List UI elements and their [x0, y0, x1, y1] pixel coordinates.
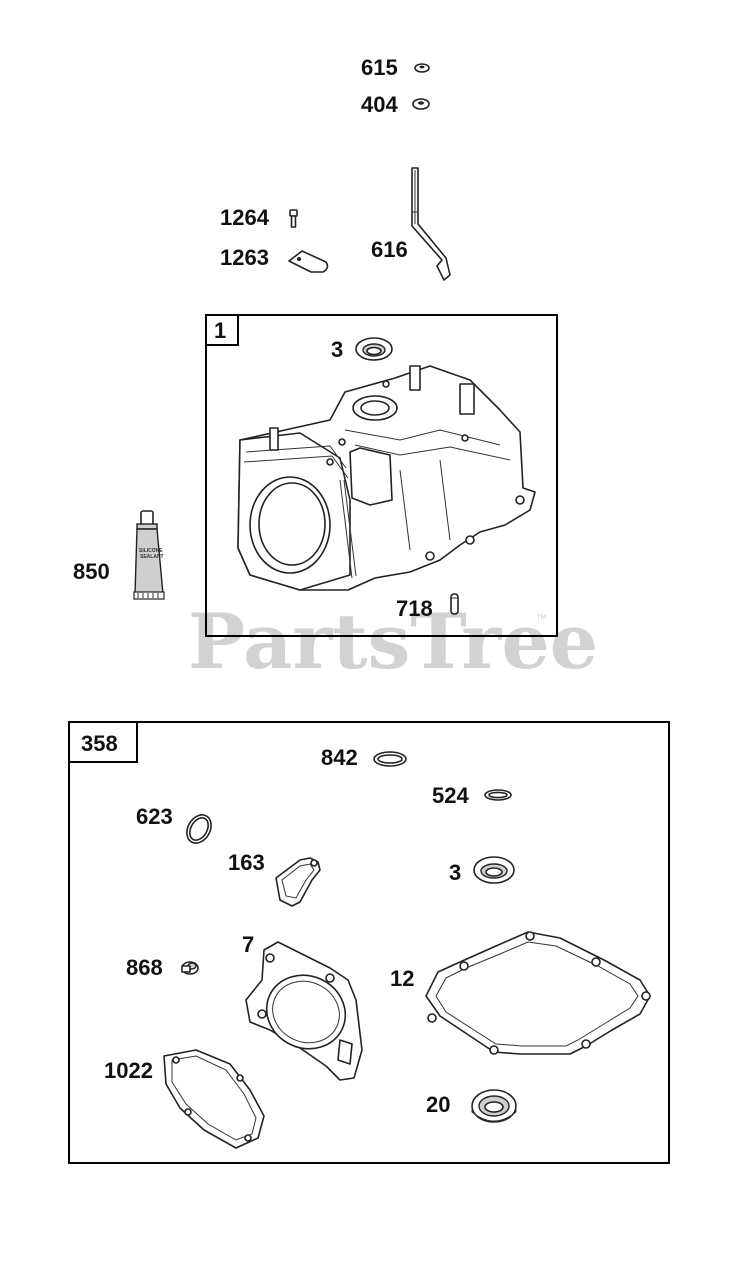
- part-842-o-ring-icon[interactable]: [373, 751, 407, 767]
- watermark: PartsTree ™: [188, 597, 598, 686]
- part-1022-cover-gasket-icon[interactable]: [163, 1049, 265, 1149]
- callout-1264[interactable]: 1264: [220, 205, 270, 230]
- callout-1022[interactable]: 1022: [104, 1058, 153, 1083]
- part-615-washer-icon[interactable]: [414, 63, 430, 73]
- part-1264-screw-icon[interactable]: [289, 209, 298, 228]
- gasket-set-358-box: [68, 721, 670, 1164]
- callout-842[interactable]: 842: [321, 745, 358, 770]
- callout-3-kit[interactable]: 3: [449, 860, 461, 885]
- gasket-set-358-label-box: [68, 721, 138, 763]
- part-3-kit-oil-seal-icon[interactable]: [473, 856, 515, 884]
- callout-7[interactable]: 7: [242, 932, 254, 957]
- watermark-trademark: ™: [536, 613, 547, 625]
- tube-label-line2: SEALANT: [140, 554, 164, 560]
- part-1263-bracket-icon[interactable]: [288, 250, 329, 273]
- callout-3-top[interactable]: 3: [331, 337, 343, 362]
- callout-20[interactable]: 20: [426, 1092, 450, 1117]
- callout-1[interactable]: 1: [214, 318, 226, 343]
- part-718-dowel-pin-icon[interactable]: [450, 593, 459, 615]
- watermark-text: PartsTree: [188, 597, 598, 686]
- callout-12[interactable]: 12: [390, 966, 414, 991]
- part-524-o-ring-icon[interactable]: [484, 789, 512, 801]
- callout-163[interactable]: 163: [228, 850, 265, 875]
- part-12-crankcase-gasket-icon[interactable]: [425, 931, 651, 1055]
- part-850-sealant-tube-icon[interactable]: SILICONE SEALANT: [133, 510, 165, 600]
- callout-358[interactable]: 358: [81, 731, 118, 756]
- part-20-oil-seal-icon[interactable]: [471, 1089, 517, 1123]
- callout-616[interactable]: 616: [371, 237, 408, 262]
- part-868-fitting-icon[interactable]: [181, 961, 199, 975]
- callout-868[interactable]: 868: [126, 955, 163, 980]
- part-163-gasket-icon[interactable]: [275, 857, 321, 907]
- part-3-oil-seal-icon[interactable]: [355, 337, 393, 361]
- part-623-o-ring-icon[interactable]: [182, 811, 216, 848]
- callout-850[interactable]: 850: [73, 559, 110, 584]
- callout-615[interactable]: 615: [361, 55, 398, 80]
- part-cylinder-block-icon[interactable]: [237, 365, 536, 591]
- callout-404[interactable]: 404: [361, 92, 398, 117]
- part-7-head-gasket-icon[interactable]: [245, 941, 363, 1081]
- part-616-dipstick-icon[interactable]: [411, 167, 451, 281]
- tube-label-line1: SILICONE: [139, 548, 163, 554]
- assembly-1-label-box: [205, 314, 239, 346]
- callout-623[interactable]: 623: [136, 804, 173, 829]
- callout-718[interactable]: 718: [396, 596, 433, 621]
- part-404-washer-icon[interactable]: [412, 98, 430, 110]
- callout-1263[interactable]: 1263: [220, 245, 269, 270]
- callout-524[interactable]: 524: [432, 783, 469, 808]
- assembly-1-box: [205, 314, 558, 637]
